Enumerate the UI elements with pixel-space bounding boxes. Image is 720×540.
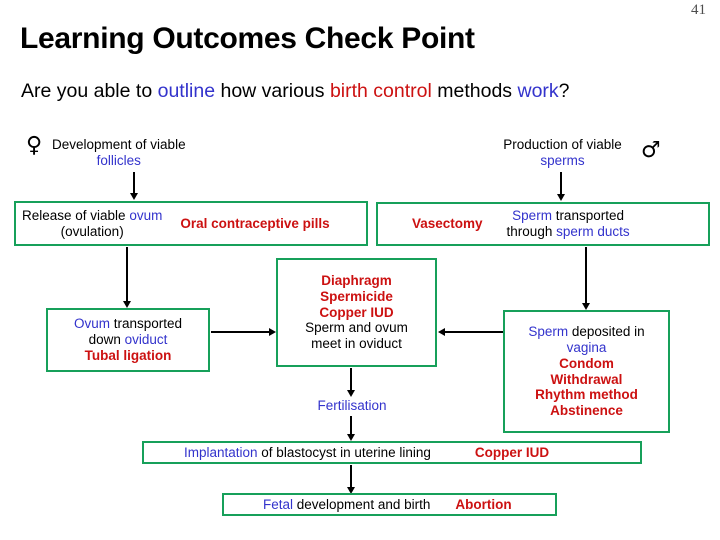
- method-abortion: Abortion: [455, 496, 512, 512]
- caption-male-start: Production of viable sperms: [490, 137, 635, 169]
- box-ovum-transport[interactable]: Ovum transported down oviduct Tubal liga…: [46, 308, 210, 372]
- subtitle-seg-3: how various: [215, 80, 330, 102]
- caption-female-start-line2: follicles: [96, 152, 141, 168]
- method-vasectomy: Vasectomy: [412, 216, 483, 232]
- male-symbol-icon: ♂: [641, 138, 661, 163]
- method-diaphragm: Diaphragm: [321, 273, 392, 289]
- subtitle-keyword-outline: outline: [157, 80, 216, 102]
- keyword-vagina: vagina: [566, 339, 607, 355]
- subtitle-seg-5: methods: [431, 80, 518, 102]
- box-ovulation-line1: Release of viable ovum: [22, 207, 163, 223]
- page-number: 41: [691, 2, 706, 18]
- box-ovulation-line2: (ovulation): [60, 223, 124, 239]
- method-abstinence: Abstinence: [550, 403, 623, 419]
- subtitle-seg-7: ?: [558, 80, 570, 102]
- method-spermicide: Spermicide: [320, 288, 393, 304]
- box-implantation-text: Implantation of blastocyst in uterine li…: [184, 444, 431, 460]
- subtitle-question: Are you able to outline how various birt…: [21, 80, 570, 103]
- box-gamete-meeting-line2: meet in oviduct: [311, 336, 402, 352]
- method-tubal-ligation: Tubal ligation: [84, 347, 172, 363]
- method-rhythm-method: Rhythm method: [535, 387, 638, 403]
- keyword-ovum-2: Ovum: [73, 316, 110, 332]
- caption-female-start-line1: Development of viable: [52, 137, 186, 152]
- method-oral-contraceptive-pills: Oral contraceptive pills: [180, 215, 330, 231]
- box-ovum-transport-line2: down oviduct: [88, 332, 168, 348]
- box-ovum-transport-line1: Ovum transported: [73, 316, 183, 332]
- method-copper-iud-implantation: Copper IUD: [474, 444, 550, 460]
- box-sperm-transport-line1: Sperm transported: [512, 208, 624, 224]
- box-fetal-development[interactable]: Fetal development and birth Abortion: [222, 493, 557, 516]
- subtitle-keyword-birth-control: birth control: [329, 80, 432, 102]
- box-gamete-meeting[interactable]: Diaphragm Spermicide Copper IUD Sperm an…: [276, 258, 437, 367]
- box-implantation[interactable]: Implantation of blastocyst in uterine li…: [142, 441, 642, 464]
- keyword-ovum: ovum: [129, 207, 163, 223]
- box-sperm-deposit-line1: Sperm deposited in: [528, 324, 645, 340]
- method-withdrawal: Withdrawal: [550, 371, 623, 387]
- keyword-oviduct: oviduct: [124, 332, 168, 348]
- box-sperm-transport-line2: through sperm ducts: [506, 224, 630, 239]
- keyword-implantation: Implantation: [184, 444, 258, 460]
- page-title: Learning Outcomes Check Point: [20, 22, 475, 55]
- caption-fertilisation: Fertilisation: [317, 398, 387, 413]
- box-fetal-text: Fetal development and birth: [263, 496, 431, 512]
- subtitle-keyword-work: work: [517, 80, 559, 102]
- keyword-sperm: Sperm: [512, 208, 552, 224]
- method-copper-iud-meeting: Copper IUD: [319, 304, 394, 320]
- box-sperm-deposit[interactable]: Sperm deposited in vagina Condom Withdra…: [503, 310, 670, 433]
- method-condom: Condom: [559, 355, 614, 371]
- caption-male-start-line2: sperms: [540, 152, 585, 168]
- female-symbol-icon: ♀: [26, 133, 43, 158]
- caption-male-start-line1: Production of viable: [503, 137, 622, 152]
- box-ovulation[interactable]: Release of viable ovum (ovulation) Oral …: [14, 201, 368, 246]
- keyword-sperm-ducts: sperm ducts: [556, 224, 630, 239]
- box-gamete-meeting-line1: Sperm and ovum: [305, 320, 408, 336]
- box-sperm-transport[interactable]: Vasectomy Sperm transported through sper…: [376, 202, 710, 246]
- subtitle-seg-1: Are you able to: [21, 80, 158, 102]
- caption-female-start: Development of viable follicles: [52, 137, 186, 169]
- keyword-fetal: Fetal: [263, 496, 294, 512]
- keyword-sperm-2: Sperm: [528, 324, 569, 340]
